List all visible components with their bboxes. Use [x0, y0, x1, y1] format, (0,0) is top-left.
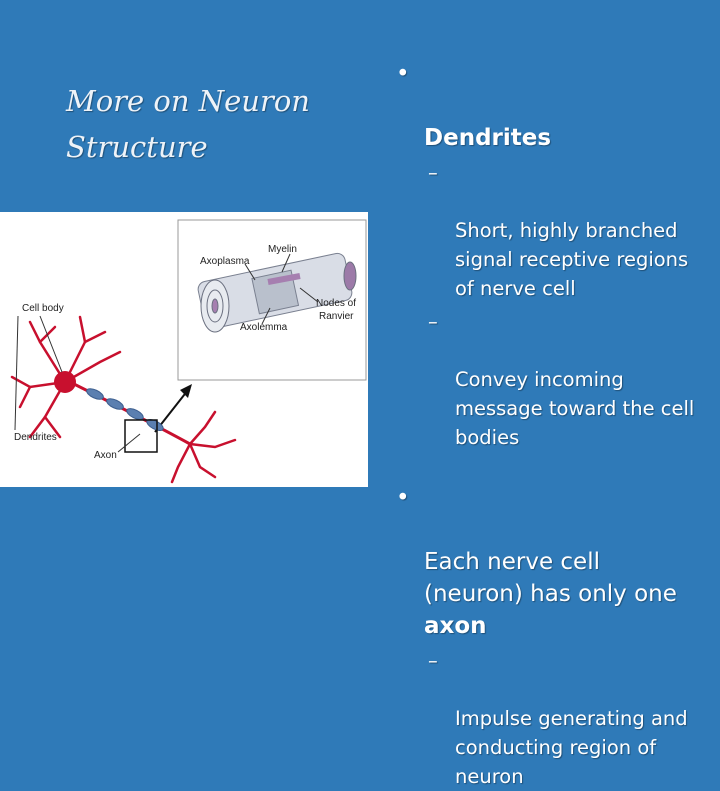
label-axon: Axon — [94, 450, 117, 461]
neuron-illustration — [10, 219, 367, 484]
label-axoplasma: Axoplasma — [200, 256, 250, 267]
bullet-axon: • Each nerve cell (neuron) has only one … — [394, 482, 716, 642]
title-line-1: More on Neuron — [66, 84, 310, 118]
dendrite-branches — [10, 315, 237, 484]
sub-bullet-dendrites-2: – Convey incoming message toward the cel… — [394, 307, 716, 452]
title-line-2: Structure — [66, 130, 208, 164]
sub-bullet-text: Impulse generating and conducting region… — [455, 707, 688, 788]
label-dendrites: Dendrites — [14, 432, 57, 443]
bullet-icon: • — [396, 61, 410, 87]
neuron-figure: Cell body Dendrites Axon Axoplasma Myeli… — [0, 212, 368, 487]
bullet-axon-bold: axon — [424, 613, 487, 639]
label-ranvier: Ranvier — [319, 311, 354, 322]
label-axolemma: Axolemma — [240, 322, 288, 333]
main-leaders — [14, 315, 141, 453]
sub-bullet-text: Short, highly branched signal receptive … — [455, 219, 689, 300]
label-cell-body: Cell body — [22, 303, 64, 314]
sub-bullet-text: Convey incoming message toward the cell … — [455, 368, 695, 449]
bullet-axon-text: Each nerve cell (neuron) has only one — [424, 549, 677, 607]
dash-icon: – — [428, 649, 438, 672]
bullet-list: • Dendrites – Short, highly branched sig… — [394, 58, 716, 791]
cell-body — [54, 371, 76, 393]
sub-bullet-axon-1: – Impulse generating and conducting regi… — [394, 646, 716, 791]
sub-bullet-dendrites-1: – Short, highly branched signal receptiv… — [394, 158, 716, 303]
axon-segments — [86, 388, 164, 432]
inset-leaders — [244, 253, 319, 325]
slide-title: More on Neuron Structure — [66, 78, 366, 170]
zoom-box — [124, 419, 158, 453]
label-myelin: Myelin — [268, 244, 297, 255]
bullet-icon: • — [396, 485, 410, 511]
bullet-dendrites: • Dendrites — [394, 58, 716, 154]
dash-icon: – — [428, 161, 438, 184]
dash-icon: – — [428, 310, 438, 333]
myelin-sheath — [197, 252, 357, 333]
bullet-dendrites-text: Dendrites — [424, 125, 552, 151]
label-nodes-of: Nodes of — [316, 298, 357, 309]
